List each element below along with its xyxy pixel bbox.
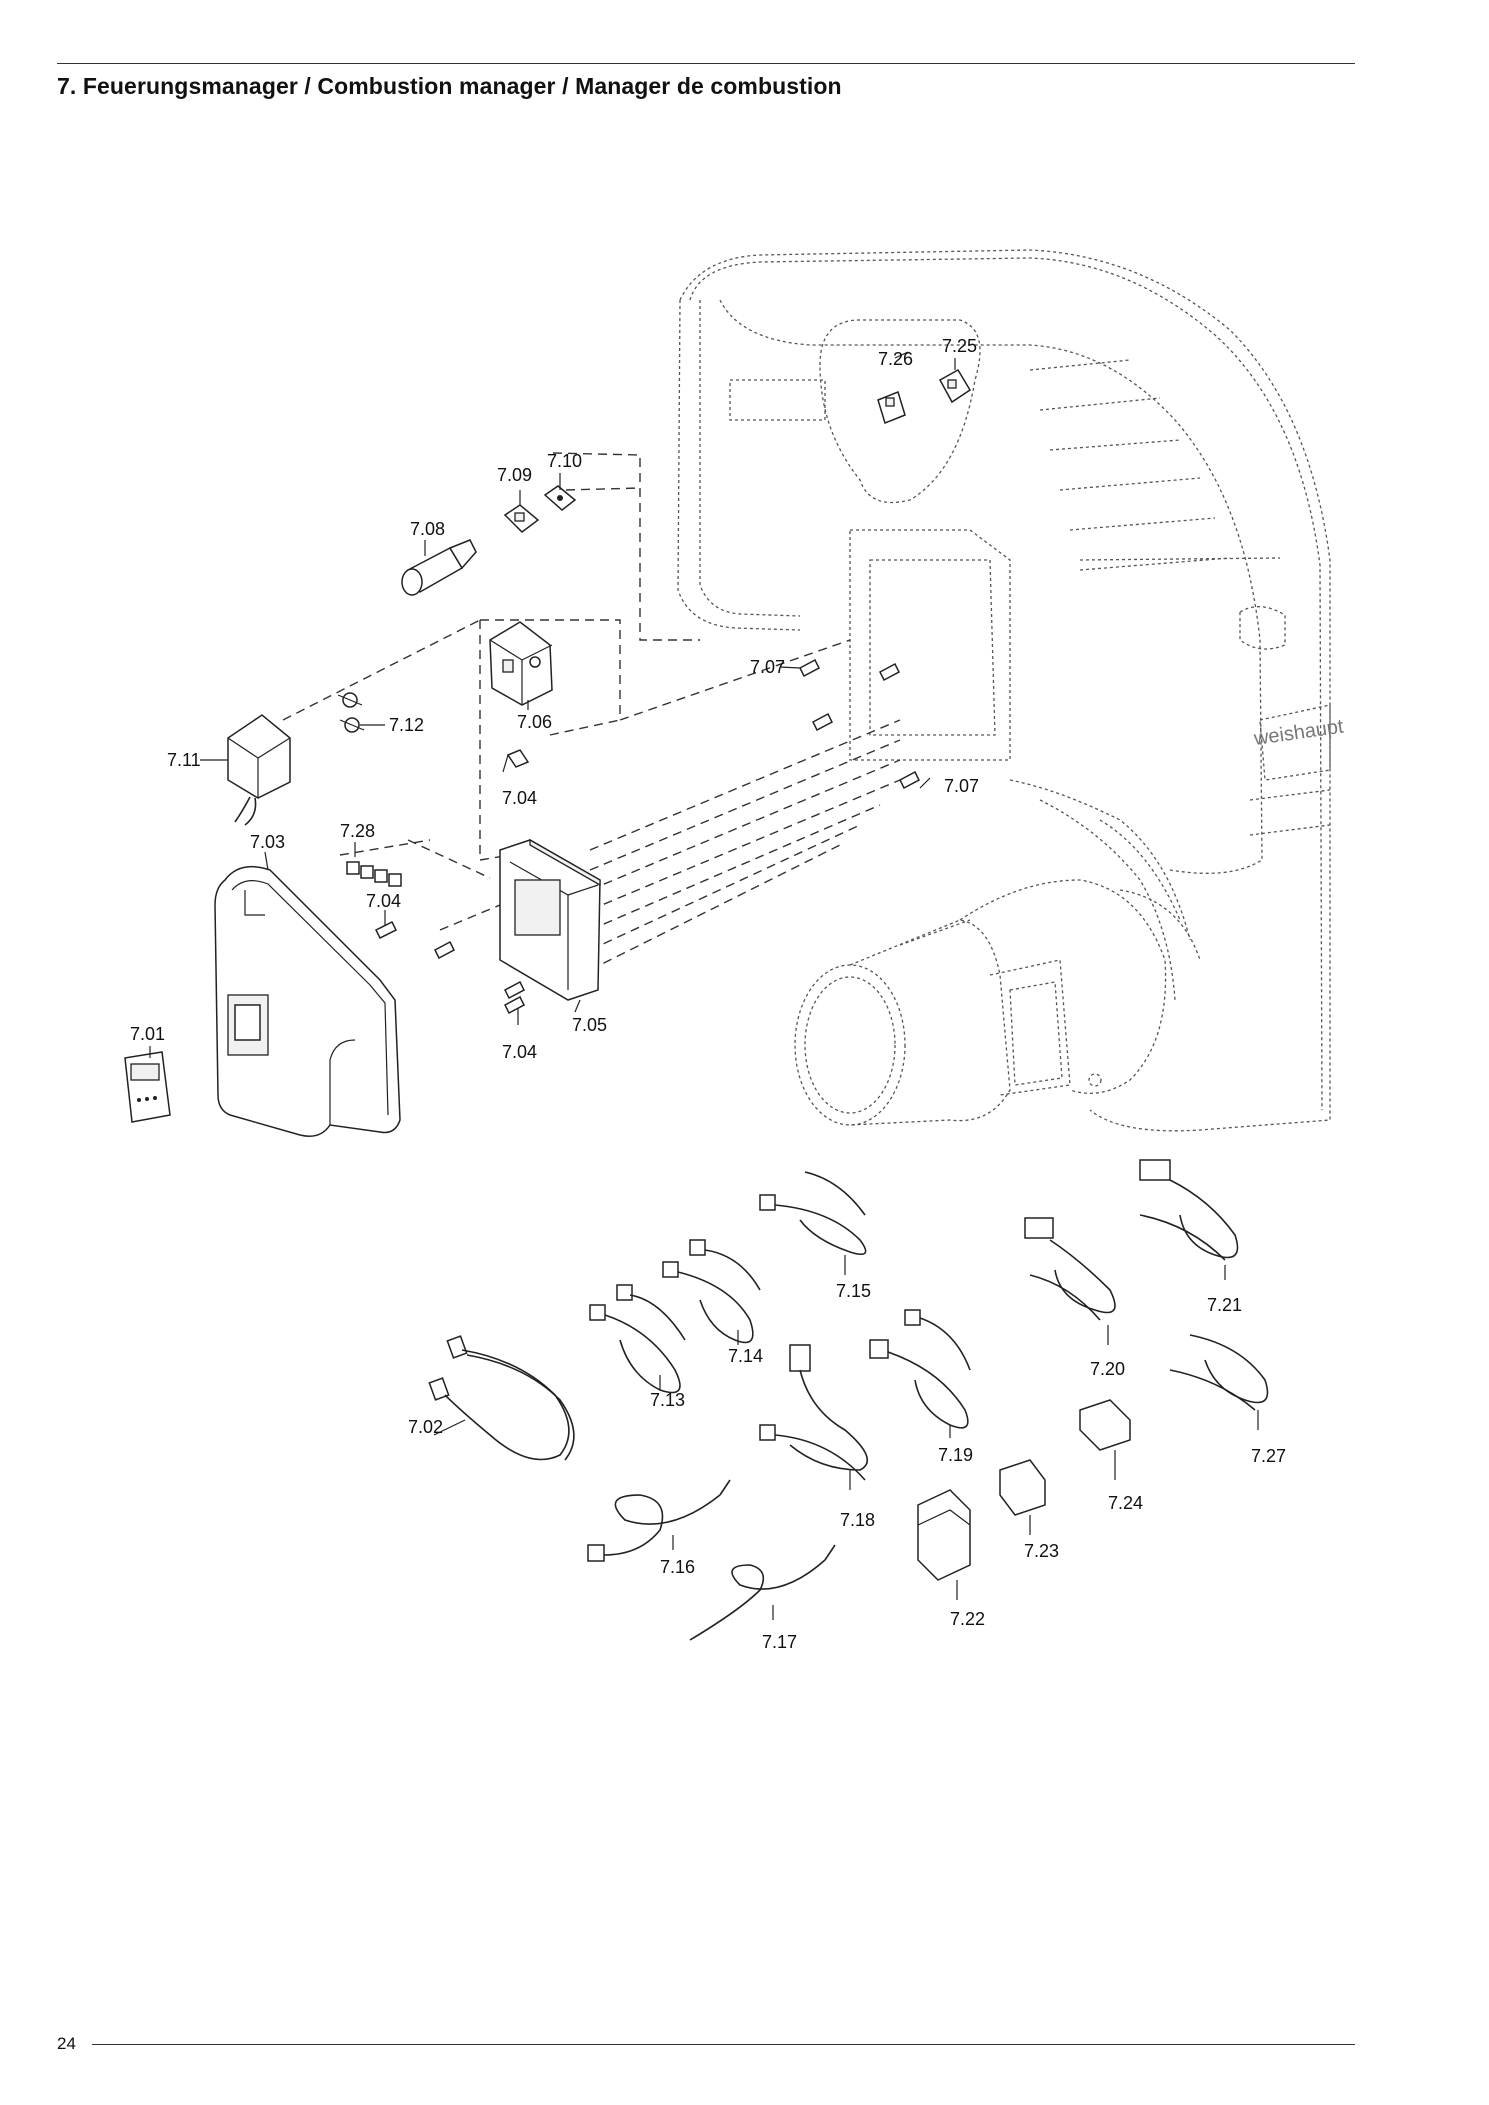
brand-mark: weishaupt xyxy=(1252,716,1346,751)
part-7-23-module xyxy=(999,1459,1046,1516)
label-7-04-c: 7.04 xyxy=(502,1042,537,1062)
label-7-10: 7.10 xyxy=(547,451,582,471)
label-7-18: 7.18 xyxy=(840,1510,875,1530)
label-7-19: 7.19 xyxy=(938,1445,973,1465)
label-7-17: 7.17 xyxy=(762,1632,797,1652)
label-7-12: 7.12 xyxy=(389,715,424,735)
leader-lines xyxy=(149,351,1259,1620)
part-7-07-pins xyxy=(799,658,920,790)
label-7-06: 7.06 xyxy=(517,712,552,732)
label-7-09: 7.09 xyxy=(497,465,532,485)
label-7-05: 7.05 xyxy=(572,1015,607,1035)
part-7-18-cable xyxy=(759,1344,869,1481)
label-7-16: 7.16 xyxy=(660,1557,695,1577)
label-7-07-b: 7.07 xyxy=(944,776,979,796)
label-7-13: 7.13 xyxy=(650,1390,685,1410)
part-7-28-terminals xyxy=(346,861,402,887)
part-7-19-cable xyxy=(869,1309,971,1429)
label-7-11: 7.11 xyxy=(167,750,201,770)
part-7-11-junction-box xyxy=(227,714,291,826)
part-labels: 7.01 7.02 7.03 7.04 7.04 7.04 7.05 7.06 … xyxy=(130,336,1286,1652)
label-7-27: 7.27 xyxy=(1251,1446,1286,1466)
part-7-24-module xyxy=(1079,1399,1131,1451)
label-7-07-a: 7.07 xyxy=(750,657,785,677)
page-title: 7. Feuerungsmanager / Combustion manager… xyxy=(57,73,842,99)
label-7-24: 7.24 xyxy=(1108,1493,1143,1513)
label-7-03: 7.03 xyxy=(250,832,285,852)
header-rule xyxy=(57,63,1355,64)
label-7-08: 7.08 xyxy=(410,519,445,539)
label-7-22: 7.22 xyxy=(950,1609,985,1629)
part-7-12-clip xyxy=(337,692,365,733)
footer-rule xyxy=(92,2044,1355,2045)
part-7-03-housing-cover xyxy=(214,865,401,1137)
part-7-21-cable xyxy=(1139,1159,1239,1261)
part-7-25-relay xyxy=(938,368,972,404)
label-7-04-b: 7.04 xyxy=(502,788,537,808)
part-7-15-cable xyxy=(759,1171,867,1256)
part-7-09-gasket xyxy=(503,504,540,533)
label-7-14: 7.14 xyxy=(728,1346,763,1366)
part-7-04-pins xyxy=(374,749,530,1015)
part-7-22-module xyxy=(917,1489,971,1581)
label-7-25: 7.25 xyxy=(942,336,977,356)
burner-housing-ghost xyxy=(677,249,1331,1132)
label-7-23: 7.23 xyxy=(1024,1541,1059,1561)
part-7-08-flame-sensor xyxy=(401,539,477,596)
part-7-06-ignition-unit xyxy=(489,621,553,706)
part-7-14-cable xyxy=(662,1239,761,1344)
part-7-17-cable xyxy=(689,1544,836,1641)
label-7-15: 7.15 xyxy=(836,1281,871,1301)
part-7-10-plate xyxy=(543,485,577,511)
label-7-02: 7.02 xyxy=(408,1417,443,1437)
part-7-01-display-unit xyxy=(124,1051,171,1123)
label-7-26: 7.26 xyxy=(878,349,913,369)
label-7-21: 7.21 xyxy=(1207,1295,1242,1315)
label-7-20: 7.20 xyxy=(1090,1359,1125,1379)
page-number: 24 xyxy=(57,2034,76,2053)
part-7-20-cable xyxy=(1024,1217,1116,1321)
part-7-13-cable xyxy=(589,1284,686,1394)
part-7-02-cable xyxy=(428,1335,575,1461)
label-7-04-a: 7.04 xyxy=(366,891,401,911)
part-7-16-cable xyxy=(587,1479,731,1562)
label-7-01: 7.01 xyxy=(130,1024,165,1044)
part-7-27-cable xyxy=(1169,1334,1269,1411)
label-7-28: 7.28 xyxy=(340,821,375,841)
part-7-26-bracket xyxy=(877,391,906,424)
part-7-05-combustion-manager xyxy=(499,838,601,1001)
